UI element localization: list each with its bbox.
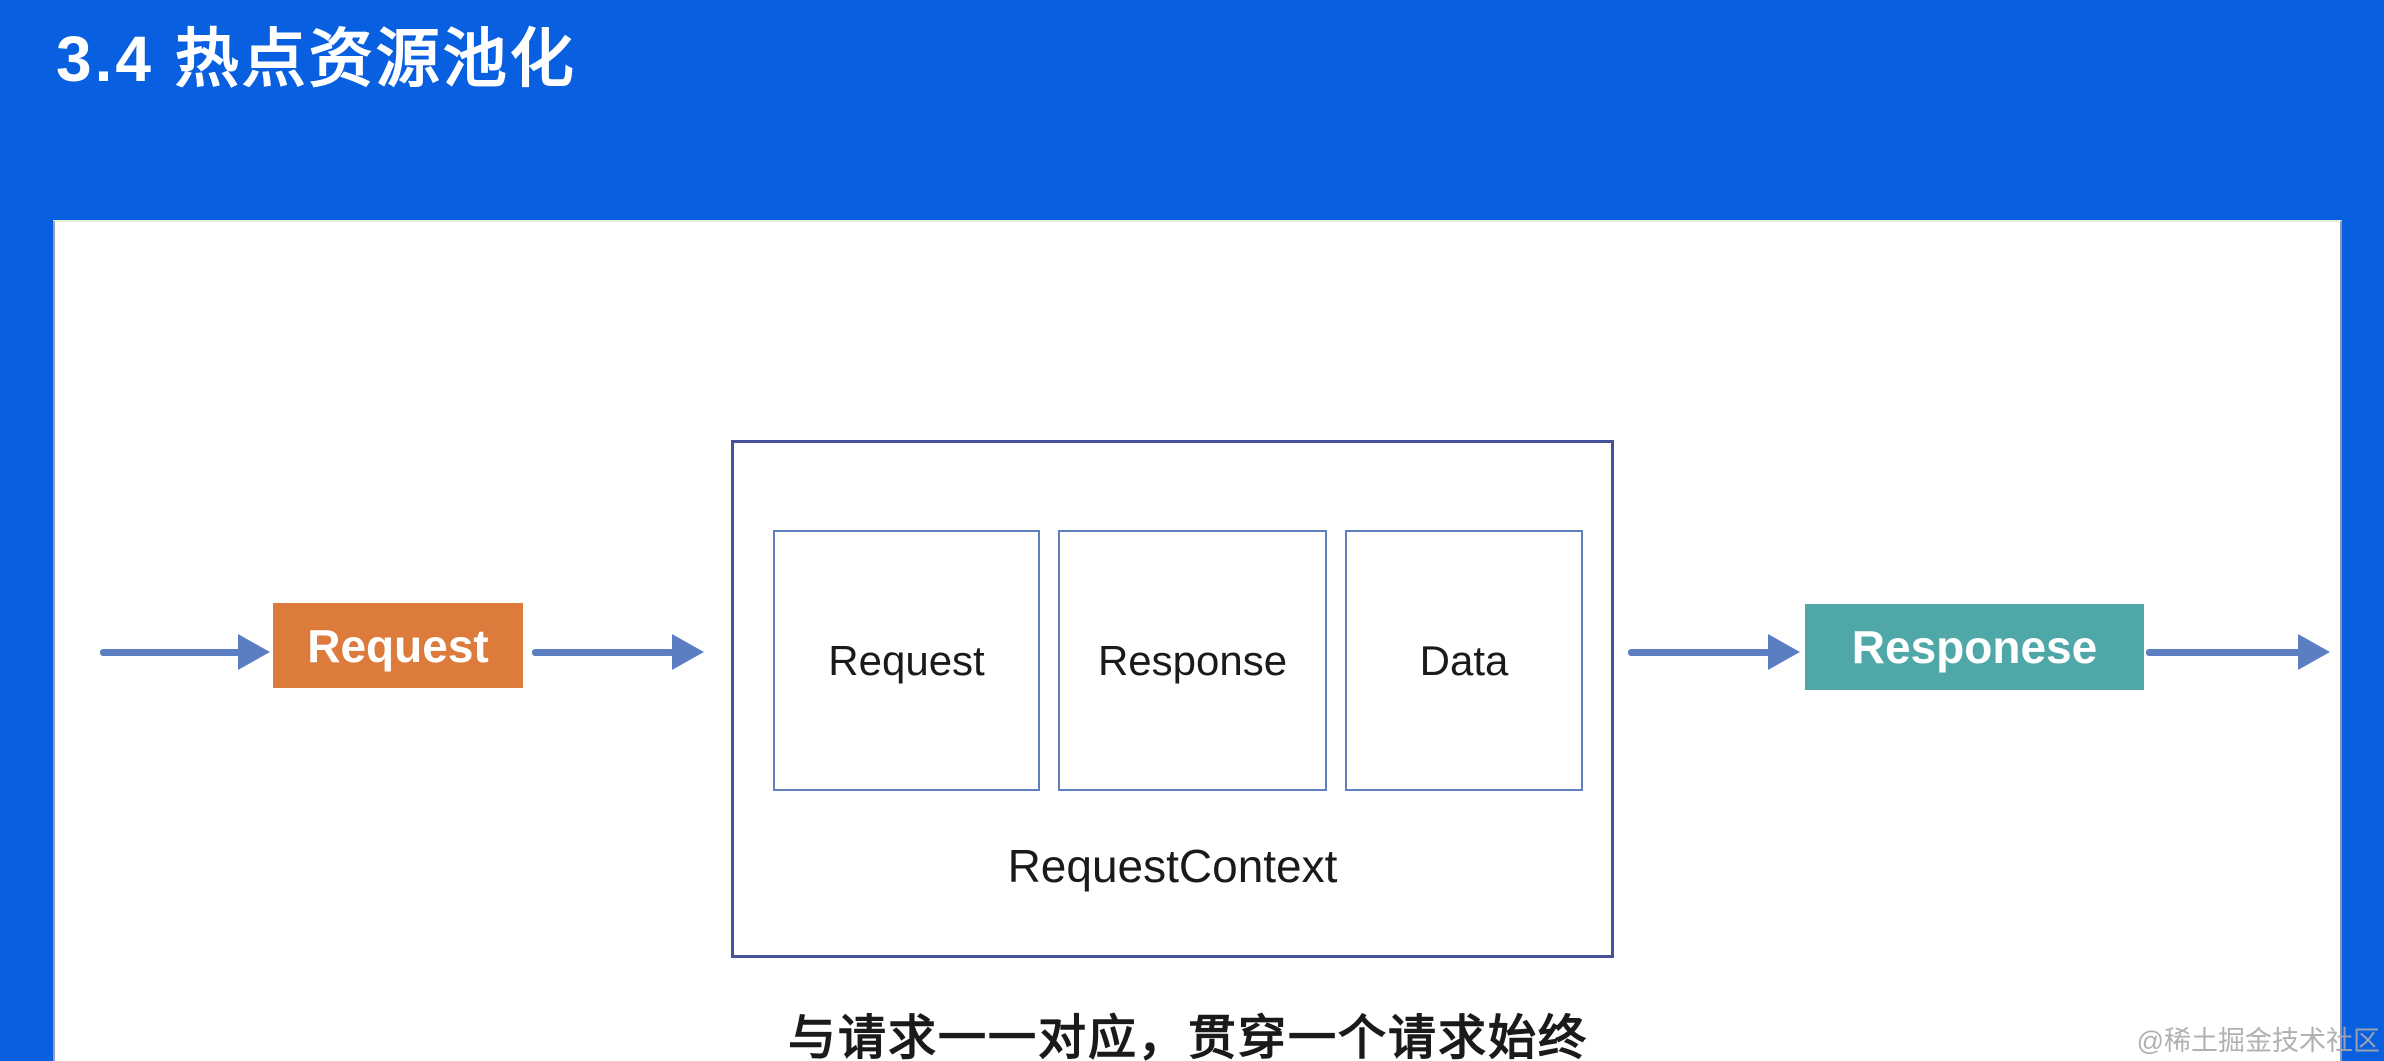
- response-node-label: Responese: [1851, 621, 2098, 673]
- request-node: Request: [273, 603, 523, 688]
- arrow-shaft: [2146, 648, 2300, 656]
- diagram-caption: 与请求一一对应，贯穿一个请求始终: [788, 1012, 1589, 1061]
- flow-arrow: [1628, 634, 1800, 670]
- arrow-head-icon: [2298, 634, 2330, 670]
- flow-arrow: [2146, 634, 2330, 670]
- arrow-shaft: [1628, 648, 1770, 656]
- arrow-shaft: [100, 648, 240, 656]
- arrow-shaft: [532, 648, 674, 656]
- watermark: @稀土掘金技术社区: [2136, 1026, 2380, 1056]
- arrow-head-icon: [1768, 634, 1800, 670]
- context-item-label: Response: [1097, 636, 1288, 684]
- response-node: Responese: [1805, 604, 2144, 690]
- context-item-label: Data: [1419, 636, 1509, 684]
- arrow-head-icon: [672, 634, 704, 670]
- flow-arrow: [100, 634, 270, 670]
- flow-arrow: [532, 634, 704, 670]
- context-item-request: Request: [773, 530, 1040, 791]
- request-context-label: RequestContext: [1007, 840, 1338, 892]
- request-context-box: Request Response Data RequestContext: [731, 440, 1614, 958]
- context-item-label: Request: [828, 636, 985, 684]
- context-item-response: Response: [1058, 530, 1327, 791]
- context-item-data: Data: [1345, 530, 1583, 791]
- slide-title: 3.4 热点资源池化: [56, 23, 577, 95]
- request-node-label: Request: [307, 619, 489, 672]
- arrow-head-icon: [238, 634, 270, 670]
